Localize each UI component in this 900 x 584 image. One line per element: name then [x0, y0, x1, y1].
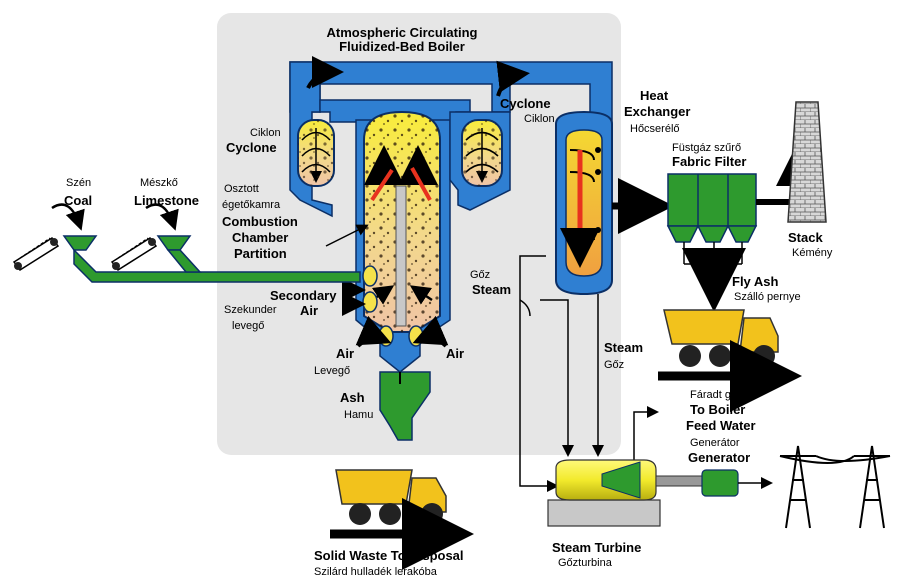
generator — [701, 469, 773, 497]
partition-wall — [395, 185, 407, 327]
left-cyclone — [297, 119, 335, 187]
steam-mid-en: Steam — [472, 282, 511, 297]
solid-waste-en: Solid Waste To Disposal — [314, 548, 464, 563]
solid-waste-hu: Szilárd hulladék lerakóba — [314, 566, 438, 578]
fly-ash-truck — [663, 309, 779, 367]
limestone-hu: Mészkő — [140, 177, 178, 189]
partition-en-3: Partition — [234, 246, 287, 261]
coal-en: Coal — [64, 193, 92, 208]
cyclone-left-hu: Ciklon — [250, 127, 281, 139]
generator-en: Generator — [688, 450, 750, 465]
inner-arrow-right — [409, 285, 433, 305]
ash-hopper — [379, 371, 431, 441]
secondary-air-hu-1: Szekunder — [224, 304, 277, 316]
limestone-en: Limestone — [134, 193, 199, 208]
turbine-en: Steam Turbine — [552, 540, 641, 555]
fabric-filter-en: Fabric Filter — [672, 154, 746, 169]
feedwater-en-1: To Boiler — [690, 402, 745, 417]
title-line-2: Fluidized-Bed Boiler — [339, 39, 465, 54]
steam-right-hu: Gőz — [604, 359, 624, 371]
stack — [787, 101, 827, 223]
turbine-hu: Gőzturbina — [558, 557, 613, 569]
filter-drop-lines — [683, 242, 743, 265]
title-line-1: Atmospheric Circulating — [327, 25, 478, 40]
fabric-filter — [666, 173, 758, 243]
fabric-filter-hu: Füstgáz szűrő — [672, 142, 741, 154]
stack-hu: Kémény — [792, 247, 833, 259]
secondary-air-hu-2: levegő — [232, 320, 264, 332]
heat-exchanger-hu: Hőcserélő — [630, 123, 680, 135]
steam-lines — [325, 224, 659, 492]
heat-exchanger-vessel — [555, 110, 613, 296]
fly-ash-en: Fly Ash — [732, 274, 779, 289]
air-left-hu: Levegő — [314, 365, 350, 377]
partition-en-2: Chamber — [232, 230, 288, 245]
cyclone-right-en: Cyclone — [500, 96, 551, 111]
secondary-air-en-1: Secondary — [270, 288, 337, 303]
limestone-conveyor — [110, 236, 158, 272]
coal-conveyor — [12, 236, 60, 272]
secondary-air-en-2: Air — [300, 303, 318, 318]
flow-arrow-right — [496, 60, 530, 97]
feedwater-hu: Fáradt gőz — [690, 389, 743, 401]
heat-exchanger-en-2: Exchanger — [624, 104, 690, 119]
steam-mid-hu: Gőz — [470, 269, 490, 281]
stack-en: Stack — [788, 230, 823, 245]
cyclone-right-hu: Ciklon — [524, 113, 555, 125]
coal-drop-arrow — [51, 203, 85, 231]
combustion-chamber — [363, 110, 441, 333]
solid-waste-truck — [335, 469, 447, 525]
air-arrow-left — [355, 315, 392, 348]
generator-hu: Generátor — [690, 437, 740, 449]
partition-hu-1: Osztott — [224, 183, 259, 195]
steam-right-en: Steam — [604, 340, 643, 355]
hot-arrow-3 — [370, 168, 394, 202]
heat-exchanger-en-1: Heat — [640, 88, 669, 103]
limestone-drop-arrow — [145, 203, 179, 231]
air-arrow-right — [412, 315, 449, 348]
air-right-en: Air — [446, 346, 464, 361]
air-left-en: Air — [336, 346, 354, 361]
right-cyclone — [461, 119, 503, 187]
feedwater-en-2: Feed Water — [686, 418, 756, 433]
fly-ash-hu: Szálló pernye — [734, 291, 801, 303]
ash-hu: Hamu — [344, 409, 373, 421]
steam-turbine — [547, 459, 703, 527]
ash-en: Ash — [340, 390, 365, 405]
flow-arrow-left — [306, 56, 344, 89]
hot-arrow-4 — [410, 167, 432, 201]
coal-hu: Szén — [66, 177, 91, 189]
partition-en-1: Combustion — [222, 214, 298, 229]
cyclone-left-en: Cyclone — [226, 140, 277, 155]
power-towers — [779, 445, 891, 529]
partition-hu-2: égetőkamra — [222, 199, 281, 211]
feed-hoppers — [62, 235, 361, 283]
